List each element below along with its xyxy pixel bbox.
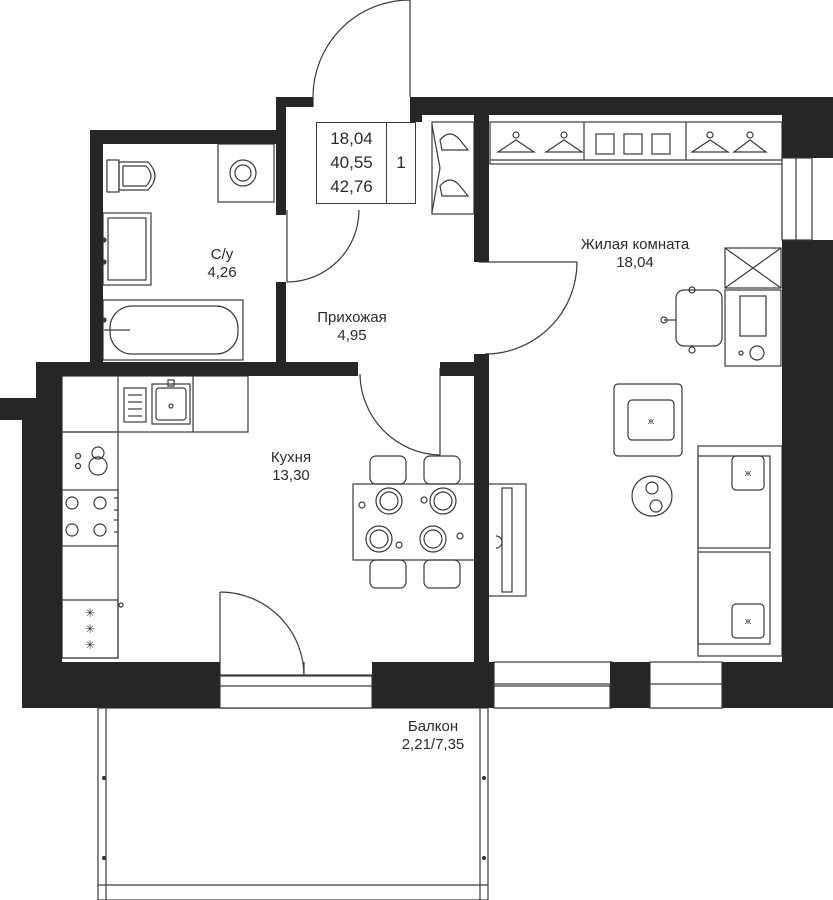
- wardrobe-icon: [489, 121, 783, 165]
- room-label-hallway: Прихожая 4,95: [317, 309, 387, 345]
- room-area: 18,04: [616, 254, 654, 271]
- walls: [0, 97, 833, 708]
- svg-text:✳: ✳: [85, 606, 95, 620]
- sink-icon: [123, 379, 191, 425]
- desk-chair-icon: [660, 286, 723, 354]
- room-label-living-room: Жилая комната 18,04: [581, 236, 689, 272]
- svg-text:✳: ✳: [85, 622, 95, 636]
- door-swing-icon: [219, 0, 578, 686]
- room-name: Балкон: [407, 718, 459, 735]
- window-icon: [219, 157, 811, 709]
- apartment-summary: 18,04 40,55 42,76 1: [316, 122, 416, 204]
- hanger-icon: [496, 131, 768, 155]
- svg-text:ж: ж: [648, 416, 654, 426]
- armchair-icon: ж: [613, 383, 683, 457]
- dining-table-icon: [352, 455, 476, 589]
- room-area: 4,95: [337, 327, 367, 344]
- room-label-kitchen: Кухня 13,30: [271, 449, 311, 485]
- room-name: Жилая комната: [580, 236, 690, 253]
- toilet-icon: [106, 159, 156, 193]
- coffee-table: [631, 475, 673, 517]
- tv-stand: [487, 483, 527, 597]
- summary-areas: 18,04 40,55 42,76: [317, 123, 387, 203]
- window-openings: [219, 157, 813, 709]
- svg-text:✳: ✳: [85, 638, 95, 652]
- room-label-bathroom: С/у 4,26: [207, 246, 236, 282]
- sink-icon: [101, 212, 152, 286]
- room-name: Кухня: [270, 449, 312, 466]
- svg-text:ж: ж: [745, 468, 751, 478]
- bathtub-icon: [101, 299, 244, 361]
- washing-machine-icon: [217, 143, 275, 203]
- room-area: 2,21/7,35: [401, 736, 465, 753]
- room-area: 4,26: [207, 264, 237, 281]
- stove-icon: ✳ ✳ ✳: [61, 446, 124, 659]
- svg-text:ж: ж: [745, 616, 751, 626]
- room-label-balcony: Балкон 2,21/7,35: [402, 718, 465, 754]
- total-area-with-balcony-value: 42,76: [330, 177, 373, 196]
- rooms-count: 1: [396, 153, 406, 172]
- bookshelf: [724, 247, 782, 367]
- wardrobe-icon: [431, 121, 475, 215]
- sofa-icon: ж ж: [697, 445, 783, 657]
- total-area-value: 40,55: [330, 153, 373, 172]
- room-area: 13,30: [272, 467, 310, 484]
- living-area-value: 18,04: [330, 129, 373, 148]
- room-name: С/у: [210, 246, 234, 263]
- room-name: Прихожая: [317, 309, 387, 326]
